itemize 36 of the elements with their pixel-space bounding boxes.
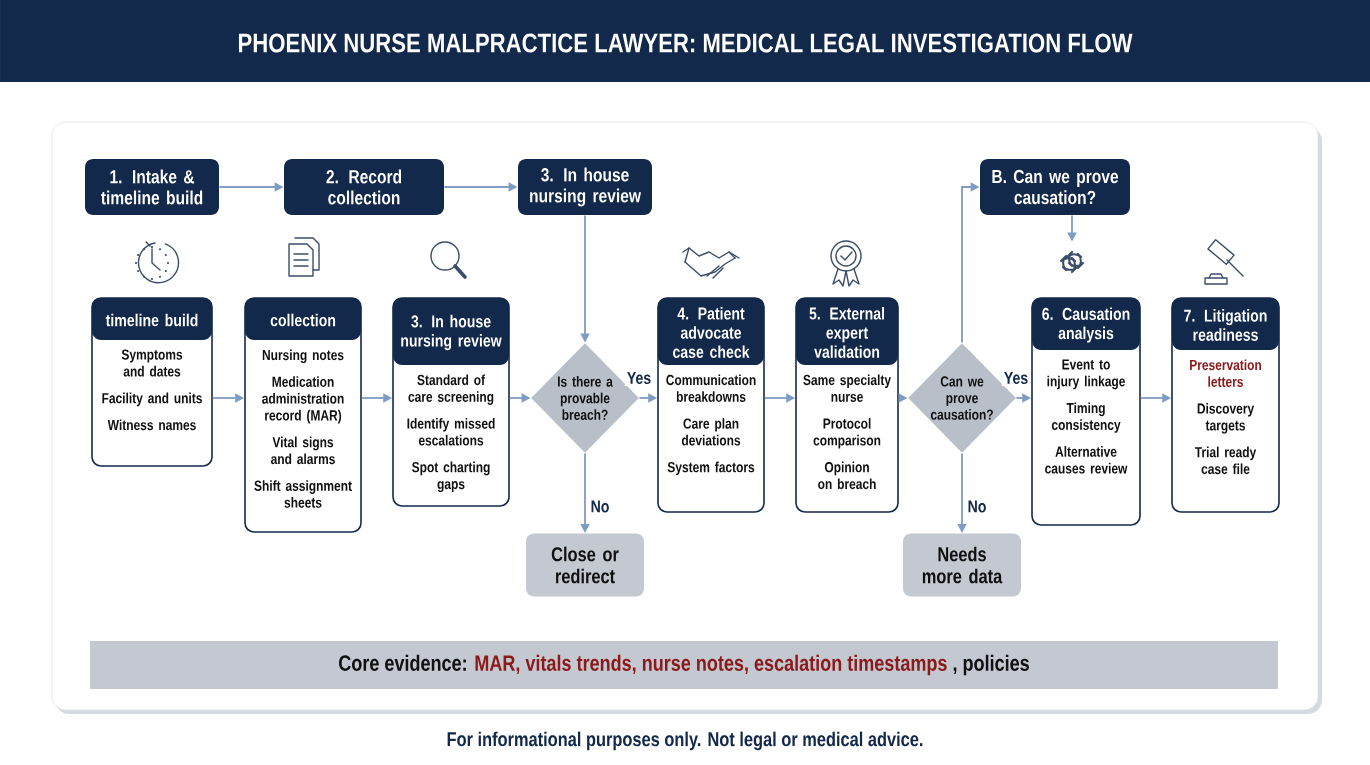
edge-label: Yes [1004, 372, 1028, 384]
list-item: Opinion on breach [818, 461, 876, 490]
step-box: 3. In house nursing review [518, 159, 652, 215]
list-item: Spot charting gaps [412, 461, 490, 493]
list-item: Timing consistency [1051, 402, 1121, 433]
outcome-box: Close or redirect [526, 533, 644, 597]
list-item: Identify missed escalations [407, 418, 495, 446]
list-item: Discovery targets [1197, 403, 1255, 434]
list-item: Facility and units [102, 392, 202, 407]
evidence-banner: Core evidence: MAR, vitals trends, nurse notes, escalation timestamps , policies [90, 641, 1278, 689]
list-item: Protocol comparison [813, 418, 881, 449]
list-item: Symptoms and dates [121, 349, 183, 377]
footer-note: For informational purposes only. Not legal or medical advice. [447, 731, 923, 751]
list-item: Preservation letters [1190, 359, 1262, 387]
list-item: Event to injury linkage [1047, 359, 1125, 390]
list-item: Medication administration record (MAR) [262, 376, 344, 424]
list-item: Nursing notes [262, 349, 344, 364]
step-box: 2. Record collection [284, 159, 444, 215]
list-item: Trial ready case file [1194, 446, 1257, 475]
list-item: Shift assignment sheets [254, 480, 352, 508]
list-item: Same specialty nurse [803, 374, 891, 402]
list-item: Alternative causes review [1045, 446, 1128, 474]
list-item: Vital signs and alarms [271, 436, 335, 465]
list-item: Care plan deviations [681, 418, 741, 446]
outcome-box: Needs more data [903, 533, 1021, 597]
step-box: 1. Intake & timeline build [85, 159, 219, 215]
edge-label: Yes [627, 372, 651, 384]
edge-label: No [968, 500, 986, 513]
list-item: Communication breakdowns [666, 374, 756, 402]
list-item: Standard of care screening [408, 374, 494, 405]
link-icon [1059, 250, 1085, 274]
list-item: System factors [667, 461, 755, 476]
title-bar: PHOENIX NURSE MALPRACTICE LAWYER: MEDICAL LEGAL INVESTIGATION FLOW [0, 0, 1370, 82]
edge-label: No [591, 500, 609, 513]
list-item: Witness names [107, 419, 196, 431]
step-box: B. Can we prove causation? [980, 159, 1130, 215]
